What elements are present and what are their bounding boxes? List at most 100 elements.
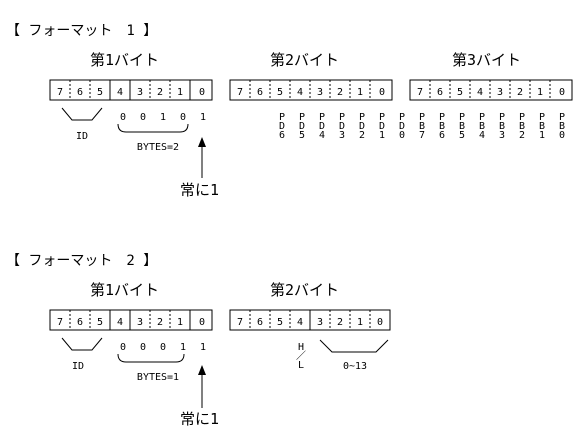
svg-text:P: P	[479, 112, 485, 123]
bytes-digit: 1	[160, 112, 166, 123]
format2-byte1-title: 第1バイト	[90, 281, 159, 299]
bit-label: 2	[337, 87, 343, 98]
svg-text:P: P	[279, 112, 285, 123]
bytes-digit: 0	[120, 112, 126, 123]
svg-text:4: 4	[319, 130, 325, 141]
bytes-digit: 0	[160, 342, 166, 353]
bit-label: 2	[517, 87, 523, 98]
always-one-label: 常に1	[180, 181, 219, 199]
pd3-label: PD3	[339, 112, 345, 141]
pb3-label: PB3	[499, 112, 505, 141]
bytes-digit: 1	[180, 342, 186, 353]
svg-text:1: 1	[379, 130, 385, 141]
pd5-label: PD5	[299, 112, 305, 141]
pd2-label: PD2	[359, 112, 365, 141]
bit-label: 0	[377, 317, 383, 328]
bit-label: 4	[297, 317, 303, 328]
svg-text:H: H	[298, 342, 304, 353]
svg-text:2: 2	[359, 130, 365, 141]
format1-byte2-register: 7 6 5 4 3 2 1 0	[229, 79, 393, 101]
bit-label: 2	[337, 317, 343, 328]
bytes-digit: 0	[140, 342, 146, 353]
svg-text:P: P	[399, 112, 405, 123]
svg-text:3: 3	[499, 130, 505, 141]
bit-label: 1	[177, 317, 183, 328]
format1-byte2-title: 第2バイト	[270, 51, 339, 69]
format1-heading: 【 フォーマット 1 】	[6, 23, 157, 39]
pb5-label: PB5	[459, 112, 465, 141]
pd1-label: PD1	[379, 112, 385, 141]
svg-text:B: B	[519, 121, 525, 132]
svg-text:L: L	[298, 360, 304, 371]
bit-label: 1	[177, 87, 183, 98]
pb0-label: PB0	[559, 112, 565, 141]
hl-label: H ／ L	[296, 342, 306, 371]
bit-label: 3	[137, 317, 143, 328]
svg-text:P: P	[559, 112, 565, 123]
bytes-label: BYTES=1	[137, 372, 179, 383]
format1-byte3-register: 7 6 5 4 3 2 1 0	[409, 79, 573, 101]
pd-field-labels: PD6 PD5 PD4 PD3 PD2 PD1 PD0	[279, 112, 405, 141]
svg-text:P: P	[439, 112, 445, 123]
bytes-digit: 0	[140, 112, 146, 123]
bit-label: 6	[437, 87, 443, 98]
format2-byte2-title: 第2バイト	[270, 281, 339, 299]
range-label: 0~13	[343, 361, 367, 372]
svg-text:2: 2	[519, 130, 525, 141]
svg-text:P: P	[459, 112, 465, 123]
svg-text:D: D	[299, 121, 305, 132]
svg-text:5: 5	[299, 130, 305, 141]
pb7-label: PB7	[419, 112, 425, 141]
bit-label: 4	[117, 317, 123, 328]
svg-text:P: P	[379, 112, 385, 123]
bit-label: 2	[157, 87, 163, 98]
format1-byte1-register: 7 6 5 4 3 2 1 0	[49, 79, 213, 101]
pb4-label: PB4	[479, 112, 485, 141]
svg-text:P: P	[419, 112, 425, 123]
range-bracket	[319, 339, 389, 353]
svg-text:D: D	[399, 121, 405, 132]
bit-label: 6	[257, 317, 263, 328]
bit-label: 5	[277, 317, 283, 328]
format2-heading: 【 フォーマット 2 】	[6, 253, 157, 269]
bit-label: 7	[237, 317, 243, 328]
pb2-label: PB2	[519, 112, 525, 141]
svg-text:6: 6	[279, 130, 285, 141]
bit-label: 4	[477, 87, 483, 98]
bytes-label: BYTES=2	[137, 142, 179, 153]
bit-label: 6	[77, 87, 83, 98]
svg-text:D: D	[379, 121, 385, 132]
svg-text:B: B	[479, 121, 485, 132]
svg-text:6: 6	[439, 130, 445, 141]
bit-label: 7	[417, 87, 423, 98]
id-bracket	[61, 107, 103, 121]
bytes-digit: 0	[120, 342, 126, 353]
svg-text:0: 0	[399, 130, 405, 141]
svg-text:B: B	[559, 121, 565, 132]
svg-text:P: P	[299, 112, 305, 123]
pb1-label: PB1	[539, 112, 545, 141]
format2-byte2-register: 7 6 5 4 3 2 1 0	[229, 309, 391, 331]
bytes-bracket	[117, 353, 185, 363]
svg-text:5: 5	[459, 130, 465, 141]
bit-label: 6	[77, 317, 83, 328]
bit-label: 5	[277, 87, 283, 98]
bit-label: 3	[317, 87, 323, 98]
bit-label: 0	[379, 87, 385, 98]
svg-text:P: P	[519, 112, 525, 123]
svg-text:D: D	[279, 121, 285, 132]
format1-byte3-title: 第3バイト	[452, 51, 521, 69]
bit-label: 2	[157, 317, 163, 328]
svg-text:0: 0	[559, 130, 565, 141]
svg-text:／: ／	[296, 350, 306, 362]
svg-text:P: P	[339, 112, 345, 123]
svg-text:P: P	[319, 112, 325, 123]
bit-label: 4	[117, 87, 123, 98]
svg-text:B: B	[459, 121, 465, 132]
svg-text:P: P	[499, 112, 505, 123]
pb6-label: PB6	[439, 112, 445, 141]
svg-text:7: 7	[419, 130, 425, 141]
bit-label: 1	[537, 87, 543, 98]
bit-label: 1	[357, 87, 363, 98]
bit-label: 7	[57, 317, 63, 328]
